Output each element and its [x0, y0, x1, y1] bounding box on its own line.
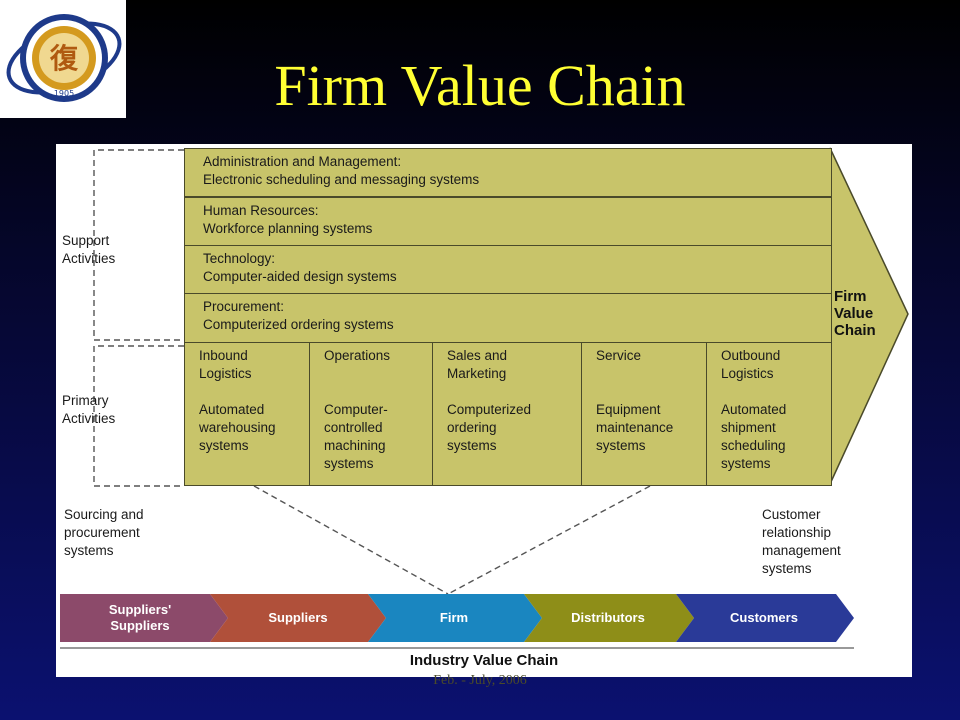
slide-footer: Feb. - July, 2006 — [330, 672, 630, 689]
chain-label-suppliers: Suppliers — [268, 610, 328, 625]
chain-arrow-suppliers-suppliers — [60, 594, 228, 642]
support-activity-human-resources: Human Resources: Workforce planning syst… — [184, 197, 832, 246]
chain-arrow-distributors — [524, 594, 694, 642]
chain-label-firm: Firm — [439, 610, 469, 625]
industry-value-chain-label: Industry Value Chain — [409, 652, 559, 669]
primary-bracket — [93, 345, 184, 487]
support-activity-technology: Technology: Computer-aided design system… — [184, 245, 832, 294]
footer-line-2: Feb. - July, 2006 — [433, 673, 527, 688]
firm-value-chain-label: Firm Value Chain — [834, 288, 876, 339]
primary-activity-sales-marketing: Sales and Marketing Computerized orderin… — [432, 342, 582, 486]
crm-systems-note: Customer relationship management systems — [762, 507, 841, 576]
primary-activity-outbound-logistics: Outbound Logistics Automated shipment sc… — [706, 342, 832, 486]
funnel-right — [447, 485, 651, 595]
chain-arrow-firm — [368, 594, 542, 642]
chain-arrow-suppliers — [210, 594, 386, 642]
chain-label-distributors: Distributors — [571, 610, 645, 625]
support-activity-administration: Administration and Management: Electroni… — [184, 148, 832, 197]
primary-activity-operations: Operations Computer- controlled machinin… — [309, 342, 433, 486]
svg-text:復: 復 — [49, 42, 79, 75]
university-seal-icon: 復 1905 — [6, 14, 122, 102]
chain-label-customers: Customers — [730, 610, 798, 625]
chain-arrow-customers — [676, 594, 854, 642]
slide-title: Firm Value Chain — [274, 53, 686, 118]
funnel-left — [253, 485, 449, 595]
primary-activity-inbound-logistics: Inbound Logistics Automated warehousing … — [184, 342, 310, 486]
university-logo: 復 1905 — [0, 0, 126, 118]
primary-activity-service: Service Equipment maintenance systems — [581, 342, 707, 486]
support-bracket — [93, 149, 184, 341]
diagram-lines — [60, 147, 909, 649]
chain-label-suppliers-suppliers: Suppliers' Suppliers — [108, 602, 172, 633]
support-activity-procurement: Procurement: Computerized ordering syste… — [184, 293, 832, 343]
sourcing-procurement-note: Sourcing and procurement systems — [64, 507, 144, 558]
svg-text:1905: 1905 — [54, 89, 74, 98]
